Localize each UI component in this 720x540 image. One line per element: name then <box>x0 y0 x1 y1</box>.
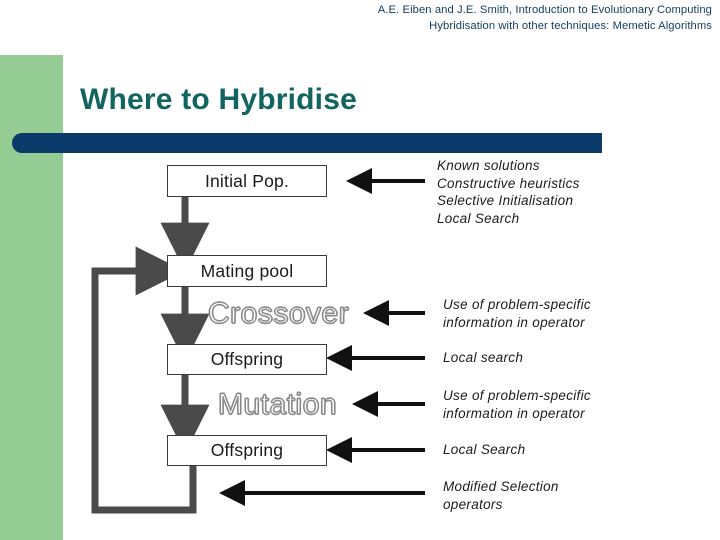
annotation-line: Modified Selection <box>443 479 559 494</box>
node-offspring-1-label: Offspring <box>210 349 284 369</box>
annotation-line: Use of problem-specific <box>443 297 591 312</box>
annotation-line: Local Search <box>437 210 520 226</box>
node-offspring-2-label: Offspring <box>210 440 284 460</box>
annotation-selection: Modified Selection operators <box>443 478 559 513</box>
annotation-initial-pop: Known solutions Constructive heuristics … <box>437 157 580 227</box>
annotation-offspring-1: Local search <box>443 349 523 367</box>
page-title: Where to Hybridise <box>80 83 357 116</box>
header-line-1: A.E. Eiben and J.E. Smith, Introduction … <box>377 4 712 16</box>
header-line-2: Hybridisation with other techniques: Mem… <box>429 19 712 32</box>
annotation-line: operators <box>443 496 503 512</box>
node-mating-pool-label: Mating pool <box>200 260 294 281</box>
node-mating-pool[interactable]: Mating pool <box>167 255 327 287</box>
slide-header-citation: A.E. Eiben and J.E. Smith, Introduction … <box>282 3 712 34</box>
annotation-line: Known solutions <box>437 158 540 173</box>
annotation-line: Constructive heuristics <box>437 175 580 191</box>
annotation-mutation: Use of problem-specific information in o… <box>443 387 591 422</box>
annotation-line: Local search <box>443 350 524 365</box>
annotation-line: Use of problem-specific <box>443 388 591 403</box>
node-initial-pop[interactable]: Initial Pop. <box>167 165 327 197</box>
annotation-line: information in operator <box>443 405 585 421</box>
node-offspring-1[interactable]: Offspring <box>167 344 327 375</box>
annotation-line: information in operator <box>443 314 585 330</box>
annotation-offspring-2: Local Search <box>443 441 525 459</box>
annotation-crossover: Use of problem-specific information in o… <box>443 296 591 331</box>
title-accent-bar <box>12 133 602 153</box>
annotation-line: Selective Initialisation <box>437 193 574 208</box>
operator-mutation-label: Mutation <box>217 387 338 421</box>
annotation-line: Local Search <box>443 442 526 457</box>
node-offspring-2[interactable]: Offspring <box>167 435 327 466</box>
node-initial-pop-label: Initial Pop. <box>204 170 290 191</box>
operator-crossover-label: Crossover <box>207 296 350 330</box>
